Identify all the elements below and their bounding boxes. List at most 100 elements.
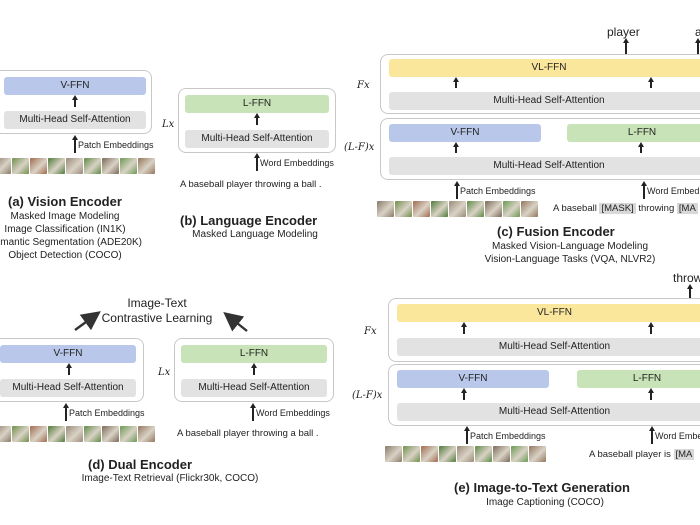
dual-encoder-title: (d) Dual Encoder	[88, 457, 193, 472]
vision-arrow-attn-to-vffn	[72, 95, 77, 107]
language-arrow-attn-to-lffn	[254, 113, 259, 125]
image-patch	[102, 158, 119, 174]
language-task-1: Masked Language Modeling	[192, 229, 318, 240]
image-patch	[413, 201, 430, 217]
image-patch	[30, 426, 47, 442]
fusion-arrow-patch	[454, 181, 459, 199]
image-patch	[0, 426, 11, 442]
image-patch	[48, 158, 65, 174]
captioning-f-multiplier: Fx	[364, 326, 377, 337]
dual-word-embeddings-label: Word Embeddings	[256, 408, 330, 418]
dual-task-1: Image-Text Retrieval (Flickr30k, COCO)	[81, 473, 259, 484]
fusion-vffn-block: V-FFN	[389, 124, 541, 142]
fusion-text-b: throwing	[638, 203, 675, 214]
image-patch	[102, 426, 119, 442]
fusion-mask-token-partial: [MA	[676, 203, 698, 214]
language-lffn-block: L-FFN	[185, 95, 329, 113]
captioning-vffn-block: V-FFN	[397, 370, 549, 388]
image-patch	[12, 158, 29, 174]
dual-vision-arrow-patch	[63, 403, 68, 421]
captioning-output-partial: throw	[673, 271, 700, 285]
fusion-arrow-vlffn-left	[453, 77, 458, 88]
fusion-arrow-vffn	[453, 142, 458, 153]
captioning-arrow-vlffn-left	[461, 322, 466, 334]
captioning-arrow-vlffn-right	[648, 322, 653, 334]
fusion-task-2: Vision-Language Tasks (VQA, NLVR2)	[484, 254, 656, 265]
fusion-encoder-title: (c) Fusion Encoder	[497, 224, 615, 239]
fusion-task-1: Masked Vision-Language Modeling	[491, 241, 649, 252]
fusion-arrow-vlffn-right	[648, 77, 653, 88]
vision-vffn-block: V-FFN	[4, 77, 146, 95]
image-patch	[467, 201, 484, 217]
language-word-embeddings-label: Word Embeddings	[260, 158, 334, 168]
fusion-f-multiplier: Fx	[357, 80, 370, 91]
captioning-lf-multiplier: (L-F)x	[352, 390, 383, 401]
image-patch	[521, 201, 538, 217]
fusion-word-embeddings-label: Word Embed	[647, 186, 700, 196]
dual-language-multiplier: Lx	[158, 367, 171, 378]
vision-patch-embeddings-label: Patch Embeddings	[78, 140, 154, 150]
vision-task-3: Semantic Segmentation (ADE20K)	[0, 237, 142, 248]
image-patch	[48, 426, 65, 442]
captioning-patch-embeddings-label: Patch Embeddings	[470, 431, 546, 441]
captioning-arrow-patch	[464, 426, 469, 444]
image-patch	[395, 201, 412, 217]
fusion-input-text: A baseball [MASK] throwing [MA	[553, 203, 698, 215]
dual-language-attention-block: Multi-Head Self-Attention	[181, 379, 327, 397]
fusion-vlffn-block: VL-FFN	[389, 59, 700, 77]
vision-arrow-patch	[72, 135, 77, 153]
language-input-caption: A baseball player throwing a ball .	[180, 179, 322, 190]
dual-patch-embeddings-label: Patch Embeddings	[69, 408, 145, 418]
fusion-arrow-output	[623, 38, 628, 54]
fusion-patch-embeddings-label: Patch Embeddings	[460, 186, 536, 196]
captioning-arrow-output	[687, 284, 692, 298]
image-patch	[431, 201, 448, 217]
fusion-arrow-lffn	[638, 142, 643, 153]
image-patch	[138, 158, 155, 174]
language-attention-block: Multi-Head Self-Attention	[185, 130, 329, 148]
dual-input-caption: A baseball player throwing a ball .	[177, 428, 319, 439]
image-patch	[493, 446, 510, 462]
captioning-text: A baseball player is	[589, 449, 671, 460]
image-patch	[529, 446, 546, 462]
vision-image-patches	[0, 158, 155, 174]
fusion-output-partial: a	[695, 25, 700, 39]
dual-image-patches	[0, 426, 155, 442]
captioning-title: (e) Image-to-Text Generation	[454, 480, 631, 495]
image-patch	[66, 158, 83, 174]
captioning-arrow-vffn	[461, 388, 466, 400]
fusion-arrow-word	[641, 181, 646, 199]
captioning-mask-token-partial: [MA	[673, 449, 695, 460]
fusion-bottom-attention-block: Multi-Head Self-Attention	[389, 157, 700, 175]
fusion-lf-multiplier: (L-F)x	[344, 142, 375, 153]
vision-task-2: Image Classification (IN1K)	[4, 224, 126, 235]
dual-vision-arrow-attn-to-vffn	[66, 363, 71, 375]
image-patch	[403, 446, 420, 462]
captioning-bottom-attention-block: Multi-Head Self-Attention	[397, 403, 700, 421]
image-patch	[84, 158, 101, 174]
dual-lffn-block: L-FFN	[181, 345, 327, 363]
image-patch	[485, 201, 502, 217]
image-patch	[12, 426, 29, 442]
fusion-lffn-block: L-FFN	[567, 124, 700, 142]
fusion-top-attention-block: Multi-Head Self-Attention	[389, 92, 700, 110]
vision-encoder-title: (a) Vision Encoder	[8, 194, 122, 209]
image-patch	[449, 201, 466, 217]
vision-task-1: Masked Image Modeling	[10, 211, 120, 222]
dual-vffn-block: V-FFN	[0, 345, 136, 363]
captioning-task-1: Image Captioning (COCO)	[486, 497, 604, 508]
image-patch	[457, 446, 474, 462]
image-patch	[84, 426, 101, 442]
vision-attention-block: Multi-Head Self-Attention	[4, 111, 146, 129]
fusion-output-word: player	[607, 25, 640, 39]
fusion-text-a: A baseball	[553, 203, 597, 214]
dual-contrastive-line-1: Image-Text	[127, 296, 187, 310]
captioning-image-patches	[385, 446, 546, 462]
fusion-image-patches	[377, 201, 538, 217]
dual-contrastive-line-2: Contrastive Learning	[101, 311, 213, 325]
image-patch	[503, 201, 520, 217]
image-patch	[66, 426, 83, 442]
captioning-top-attention-block: Multi-Head Self-Attention	[397, 338, 700, 356]
captioning-arrow-lffn	[648, 388, 653, 400]
dual-language-arrow-word	[250, 403, 255, 421]
